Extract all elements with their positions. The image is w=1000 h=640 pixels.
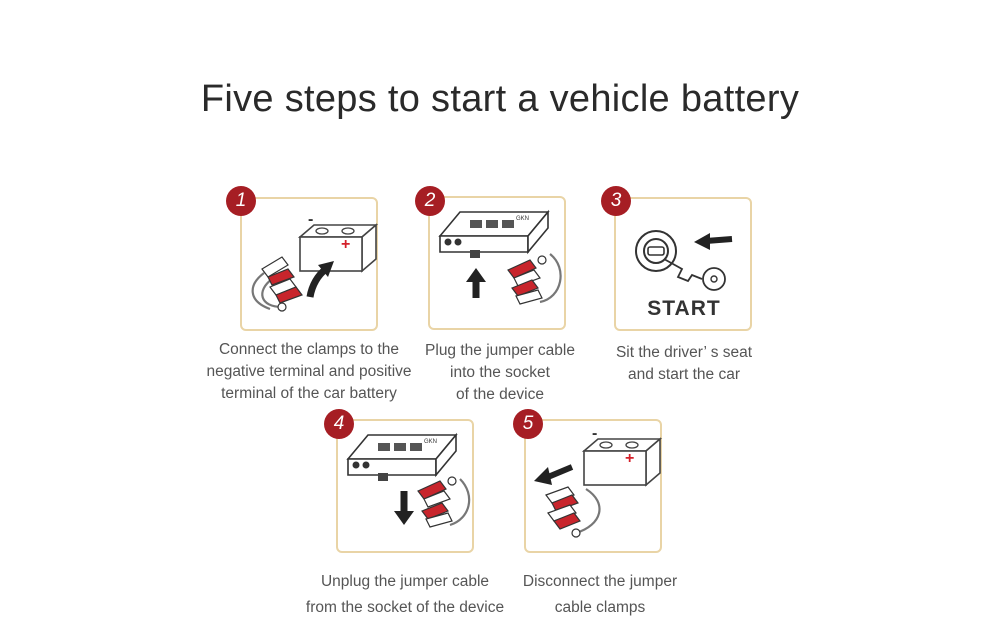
step-5-badge: 5: [513, 409, 543, 439]
svg-text:-: -: [592, 425, 597, 442]
svg-text:-: -: [308, 211, 313, 228]
step-2-badge: 2: [415, 186, 445, 216]
step-2-card: GKN: [428, 196, 566, 330]
jumper-clamps-icon: [417, 476, 471, 528]
jumper-clamps-icon: [507, 253, 562, 305]
svg-text:+: +: [341, 236, 350, 253]
step-3-badge: 3: [601, 186, 631, 216]
jump-starter-device-icon: GKN: [438, 209, 550, 258]
step-4-badge: 4: [324, 409, 354, 439]
step-1-badge: 1: [226, 186, 256, 216]
step-1-card: - +: [240, 197, 379, 331]
svg-text:GKN: GKN: [516, 216, 529, 222]
arrow-icon: [534, 464, 574, 485]
jump-starter-device-icon: GKN: [346, 432, 458, 481]
step-5-card: - +: [524, 419, 663, 553]
jumper-clamps-icon: [545, 486, 601, 538]
svg-text:+: +: [625, 450, 634, 467]
arrow-icon: [394, 491, 414, 525]
start-label: START: [647, 297, 720, 320]
svg-text:GKN: GKN: [424, 439, 437, 445]
step-4-card: GKN: [336, 419, 474, 553]
arrow-icon: [306, 261, 334, 298]
car-battery-icon: - +: [581, 425, 663, 487]
step-3-card: START: [614, 197, 752, 331]
page-title: Five steps to start a vehicle battery: [200, 78, 800, 120]
arrow-icon: [694, 233, 733, 250]
car-battery-icon: - +: [297, 211, 379, 273]
arrow-icon: [466, 268, 486, 298]
ignition-key-icon: [635, 230, 726, 291]
jumper-clamps-icon: [251, 256, 303, 312]
